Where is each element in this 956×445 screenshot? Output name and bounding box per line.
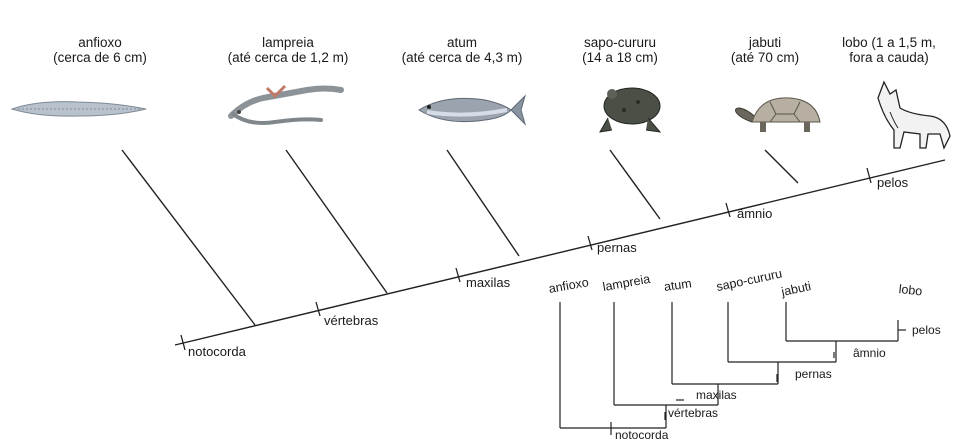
small-label-vertebras: vértebras (668, 406, 718, 420)
label-notocorda: notocorda (188, 344, 246, 359)
lamprey-icon (225, 82, 345, 132)
title-sapo-cururu: sapo-cururu(14 a 18 cm) (565, 35, 675, 65)
tuna-icon (415, 88, 527, 133)
tick-vertebras (316, 302, 320, 316)
label-amnio: âmnio (737, 206, 772, 221)
branch-lampreia (286, 150, 387, 293)
wolf-icon (870, 78, 954, 153)
tick-maxilas (456, 268, 460, 282)
taxon-lobo: lobo (898, 282, 923, 298)
title-atum: atum(até cerca de 4,3 m) (392, 35, 532, 65)
label-maxilas: maxilas (466, 275, 510, 290)
title-jabuti: jabuti(até 70 cm) (720, 35, 810, 65)
toad-icon (590, 80, 670, 135)
title-lampreia: lampreia(até cerca de 1,2 m) (218, 35, 358, 65)
title-anfioxo: anfioxo(cerca de 6 cm) (45, 35, 155, 65)
branch-sapo (610, 150, 660, 219)
title-lobo: lobo (1 a 1,5 m,fora a cauda) (828, 35, 950, 65)
small-label-pernas: pernas (795, 367, 832, 381)
small-label-notocorda: notocorda (615, 428, 668, 442)
label-vertebras: vértebras (324, 313, 378, 328)
branch-anfioxo (122, 150, 255, 325)
lancelet-icon (8, 94, 150, 124)
small-label-maxilas: maxilas (696, 388, 737, 402)
tick-pelos (867, 168, 871, 183)
tortoise-icon (730, 92, 830, 137)
cladogram-small (560, 302, 906, 435)
small-label-amnio: âmnio (853, 346, 886, 360)
branch-jabuti (765, 150, 798, 183)
label-pelos: pelos (877, 175, 908, 190)
branch-atum (447, 150, 519, 256)
tick-pernas (588, 236, 592, 250)
tick-amnio (726, 203, 730, 217)
label-pernas: pernas (597, 240, 637, 255)
small-label-pelos: pelos (912, 323, 941, 337)
